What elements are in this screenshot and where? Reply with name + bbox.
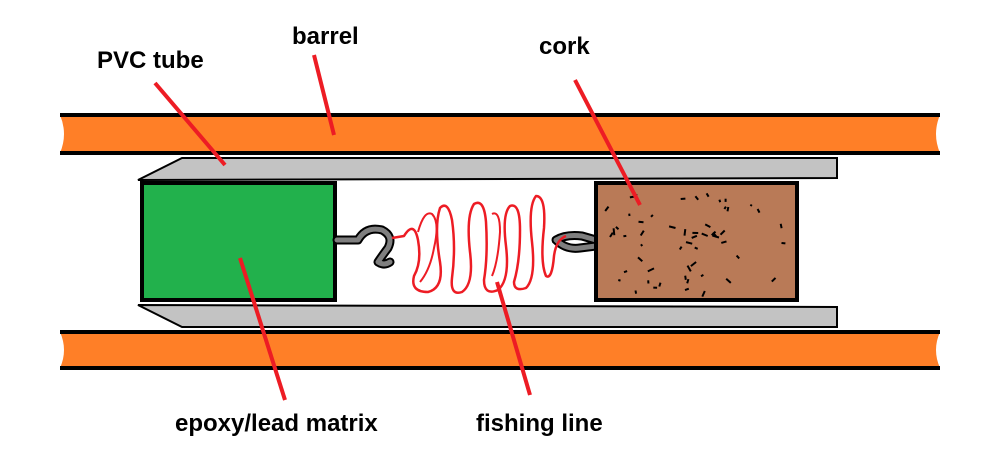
cork-speck xyxy=(721,240,727,244)
cork-speck xyxy=(779,223,783,229)
cork-speck xyxy=(683,228,687,236)
cork-speck xyxy=(718,199,722,203)
cork-speck xyxy=(725,278,732,284)
cork-speck xyxy=(691,234,698,239)
cork-speck xyxy=(690,261,697,267)
pvc-tube-bottom-wall xyxy=(137,304,838,328)
cork-speck xyxy=(694,246,699,250)
cork-speck xyxy=(686,278,690,284)
cork-speck xyxy=(615,226,620,230)
pointer-cork xyxy=(573,79,642,206)
pvc-tube-top-wall xyxy=(137,157,838,181)
cork-speck xyxy=(639,230,645,237)
pointer-barrel xyxy=(312,54,336,136)
fishing-line-coil xyxy=(391,194,567,294)
cork-speck xyxy=(704,223,711,228)
cork-speck xyxy=(749,203,753,207)
cork-speck xyxy=(618,279,621,282)
cork-speck xyxy=(726,206,730,212)
cork-speck xyxy=(647,267,655,273)
label-epoxy-lead-matrix: epoxy/lead matrix xyxy=(175,410,378,437)
barrel-bottom-wall xyxy=(60,330,940,370)
cork-speck xyxy=(771,277,777,283)
cork-speck xyxy=(735,254,740,260)
cork-speck xyxy=(700,274,704,278)
pointer-epoxy xyxy=(238,257,287,401)
cork-speck xyxy=(684,287,690,292)
cork-speck xyxy=(723,206,727,210)
cork-speck xyxy=(638,220,644,224)
barrel-top-wall xyxy=(60,113,940,155)
cork-speck xyxy=(705,192,710,198)
cork-speck xyxy=(701,232,709,237)
epoxy-lead-matrix-block xyxy=(140,181,337,302)
label-barrel: barrel xyxy=(292,23,359,50)
cork-speck xyxy=(640,243,644,247)
cork-speck xyxy=(694,195,699,201)
pointer-pvc-tube xyxy=(153,81,227,167)
cork-speck xyxy=(756,208,761,214)
cork-speck xyxy=(658,282,662,287)
cork-speck xyxy=(685,241,693,245)
cork-speck xyxy=(637,256,643,262)
label-cork: cork xyxy=(539,33,590,60)
cork-speck xyxy=(711,230,717,236)
cork-speck xyxy=(650,214,654,218)
cork-speck xyxy=(678,246,683,251)
cork-speck xyxy=(686,265,692,272)
cork-speck xyxy=(712,234,720,239)
cork-speck xyxy=(604,206,610,212)
cork-speck xyxy=(623,270,628,274)
label-fishing-line: fishing line xyxy=(476,410,603,437)
label-pvc-tube: PVC tube xyxy=(97,47,204,74)
cork-block xyxy=(594,181,799,302)
cork-speck xyxy=(668,225,676,229)
cork-speck xyxy=(634,290,638,294)
cork-speck xyxy=(609,232,614,238)
pointer-fishing-line xyxy=(495,281,532,396)
cork-speck xyxy=(701,290,706,298)
cork-speck xyxy=(719,229,726,236)
cork-speck xyxy=(612,228,616,236)
cork-speck xyxy=(684,275,687,280)
